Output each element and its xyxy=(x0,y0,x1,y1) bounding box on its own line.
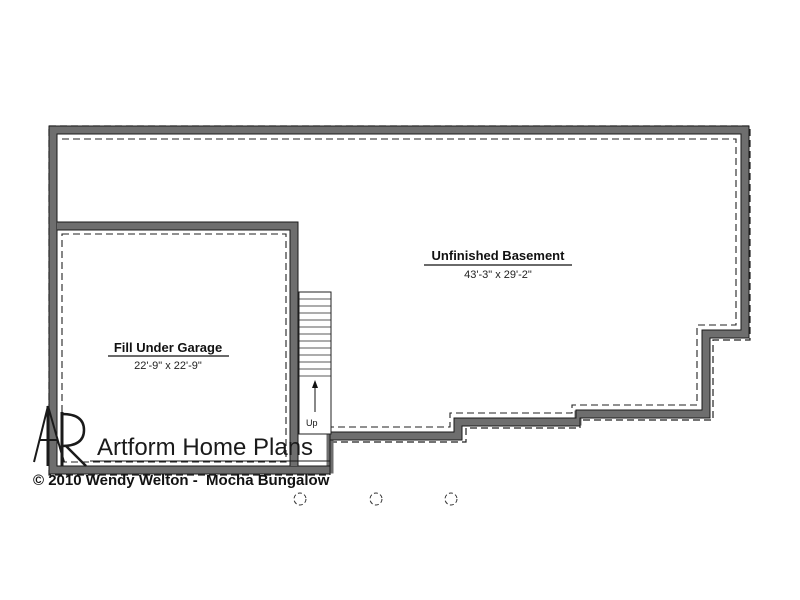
basement-dims: 43'-3" x 29'-2" xyxy=(464,269,532,281)
foundation-wall-edge-outer xyxy=(48,125,750,475)
artform-logo xyxy=(33,405,87,467)
pier-symbol-1 xyxy=(293,492,307,506)
basement-name: Unfinished Basement xyxy=(432,248,566,263)
garage-partition-edge-outer xyxy=(57,221,299,466)
garage-partition-edge-inner xyxy=(57,229,291,466)
foundation-wall xyxy=(49,126,749,474)
outer-dashed-line xyxy=(48,125,751,476)
stair: Up xyxy=(298,291,332,435)
garage-fill-name: Fill Under Garage xyxy=(114,340,222,355)
pier-symbol-2 xyxy=(369,492,383,506)
stair-label: Up xyxy=(306,418,318,428)
garage-dashed-line xyxy=(61,233,287,463)
garage-fill-dims: 22'-9" x 22'-9" xyxy=(134,360,202,372)
pier-symbols xyxy=(293,492,458,506)
inner-dashed-line xyxy=(62,138,737,428)
copyright-text: © 2010 Wendy Welton - Mocha Bungalow xyxy=(33,472,330,489)
garage-partition-wall xyxy=(57,222,298,466)
foundation-wall-edge-inner xyxy=(56,133,742,467)
stair-treads xyxy=(299,298,331,377)
company-name: Artform Home Plans xyxy=(97,434,313,461)
stair-arrow-head-icon xyxy=(312,380,318,388)
pier-symbol-3 xyxy=(444,492,458,506)
